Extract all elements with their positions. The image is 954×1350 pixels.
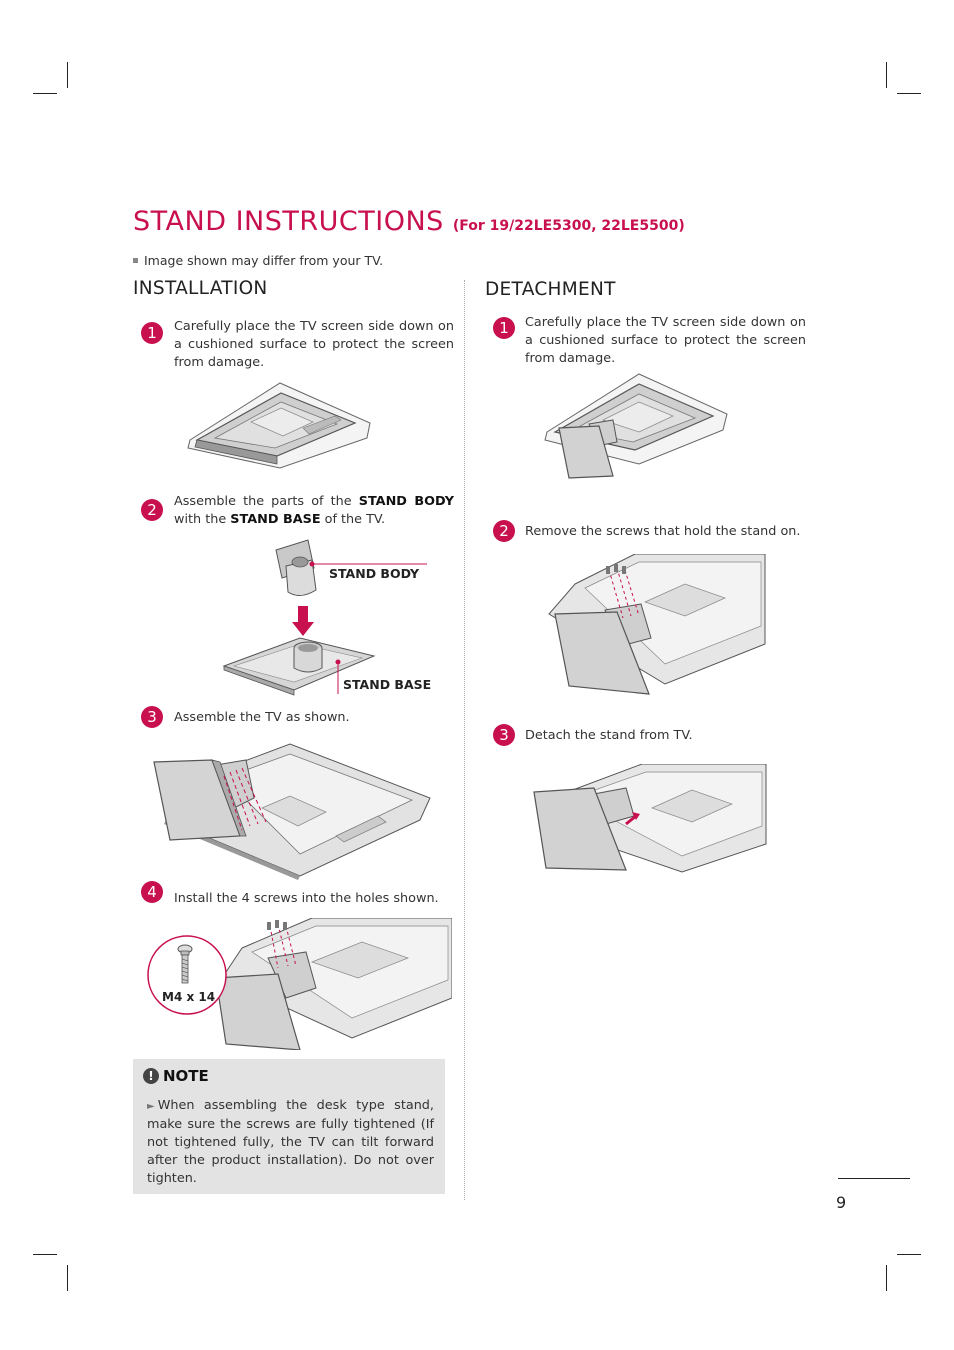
screw-removal-illustration <box>548 554 766 695</box>
detachment-step-1-text: Carefully place the TV screen side down … <box>525 315 806 366</box>
stand-body-label: STAND BODY <box>329 566 420 581</box>
exclamation-icon: ! <box>143 1068 159 1084</box>
note-body: When assembling the desk type stand, mak… <box>147 1098 434 1186</box>
page-number-rule <box>838 1178 910 1179</box>
note-heading-text: NOTE <box>163 1067 209 1085</box>
stand-body-term: STAND BODY <box>358 494 454 509</box>
stand-base-term: STAND BASE <box>230 512 321 527</box>
image-disclaimer-text: Image shown may differ from your TV. <box>144 253 384 268</box>
image-disclaimer: Image shown may differ from your TV. <box>133 253 383 268</box>
crop-mark <box>897 93 921 94</box>
screw-install-illustration <box>215 918 452 1050</box>
installation-step-4-text: Install the 4 screws into the holes show… <box>174 891 439 906</box>
page-title-main: STAND INSTRUCTIONS <box>133 206 444 237</box>
step-number: 2 <box>141 499 163 521</box>
screw-size-label: M4 x 14 <box>162 990 216 1004</box>
installation-step-3-text: Assemble the TV as shown. <box>174 710 350 725</box>
crop-mark <box>886 62 887 88</box>
crop-mark <box>33 1254 57 1255</box>
column-divider <box>464 280 465 1200</box>
crop-mark <box>67 1265 68 1291</box>
step-number: 1 <box>141 322 163 344</box>
note-box: !NOTE ►When assembling the desk type sta… <box>133 1059 445 1194</box>
step-number: 3 <box>493 724 515 746</box>
crop-mark <box>33 93 57 94</box>
step-text: with the <box>174 512 231 527</box>
tv-assembly-illustration <box>153 743 431 880</box>
stand-assembly-illustration <box>222 539 427 696</box>
crop-mark <box>67 62 68 88</box>
detachment-step-3-text: Detach the stand from TV. <box>525 728 693 743</box>
page-title-models: (For 19/22LE5300, 22LE5500) <box>452 218 685 234</box>
step-number: 3 <box>141 706 163 728</box>
stand-base-label: STAND BASE <box>343 677 432 692</box>
page-number: 9 <box>836 1193 847 1212</box>
note-heading: !NOTE <box>143 1067 209 1085</box>
detachment-heading: DETACHMENT <box>485 279 616 300</box>
tv-with-stand-face-down-illustration <box>544 373 728 479</box>
screw-callout-circle <box>147 935 227 1015</box>
installation-heading: INSTALLATION <box>133 278 268 299</box>
square-bullet-icon <box>133 258 138 263</box>
step-number: 1 <box>493 317 515 339</box>
tv-face-down-illustration <box>187 382 371 469</box>
triangle-bullet-icon: ► <box>147 1101 155 1112</box>
installation-step-2-text: Assemble the parts of the STAND BODY wit… <box>174 493 454 529</box>
step-number: 4 <box>141 881 163 903</box>
installation-step-1-text: Carefully place the TV screen side down … <box>174 319 454 370</box>
step-text: of the TV. <box>320 512 386 527</box>
crop-mark <box>897 1254 921 1255</box>
detachment-step-2-text: Remove the screws that hold the stand on… <box>525 524 801 539</box>
crop-mark <box>886 1265 887 1291</box>
step-number: 2 <box>493 520 515 542</box>
page-title: STAND INSTRUCTIONS (For 19/22LE5300, 22L… <box>133 206 685 237</box>
step-text: Assemble the parts of the <box>174 494 359 509</box>
note-text: ►When assembling the desk type stand, ma… <box>147 1097 434 1188</box>
stand-detach-illustration <box>533 764 767 873</box>
